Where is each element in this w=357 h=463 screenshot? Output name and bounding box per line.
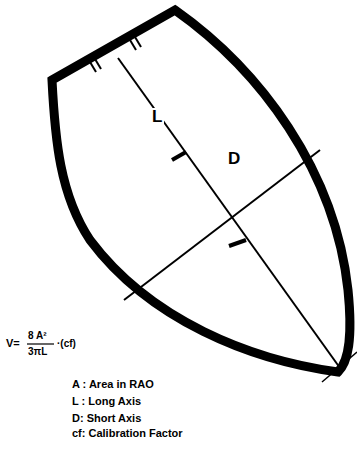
long-axis xyxy=(118,58,340,368)
short-axis xyxy=(124,150,320,300)
axis-tick xyxy=(172,152,186,160)
wall-tick xyxy=(135,37,141,47)
fraction-bar xyxy=(27,343,54,344)
legend-definition: L : Long Axis xyxy=(72,395,141,407)
ventricle-wall xyxy=(52,10,350,372)
apex-tick xyxy=(322,352,357,382)
wall-tick xyxy=(130,40,136,50)
wall-tick xyxy=(95,59,101,69)
legend-definition: cf: Calibration Factor xyxy=(72,427,183,439)
wall-tick xyxy=(90,62,96,72)
axis-letter: L xyxy=(150,108,164,127)
formula-part: V= xyxy=(6,337,20,349)
axis-letter: D xyxy=(226,150,242,169)
formula-part: ·(cf) xyxy=(57,338,76,349)
legend-definition: D: Short Axis xyxy=(72,412,141,424)
formula-numerator: 8 A² xyxy=(28,330,47,341)
formula-denominator: 3πL xyxy=(28,346,47,357)
axis-tick xyxy=(229,240,246,246)
legend-definition: A : Area in RAO xyxy=(72,378,154,390)
